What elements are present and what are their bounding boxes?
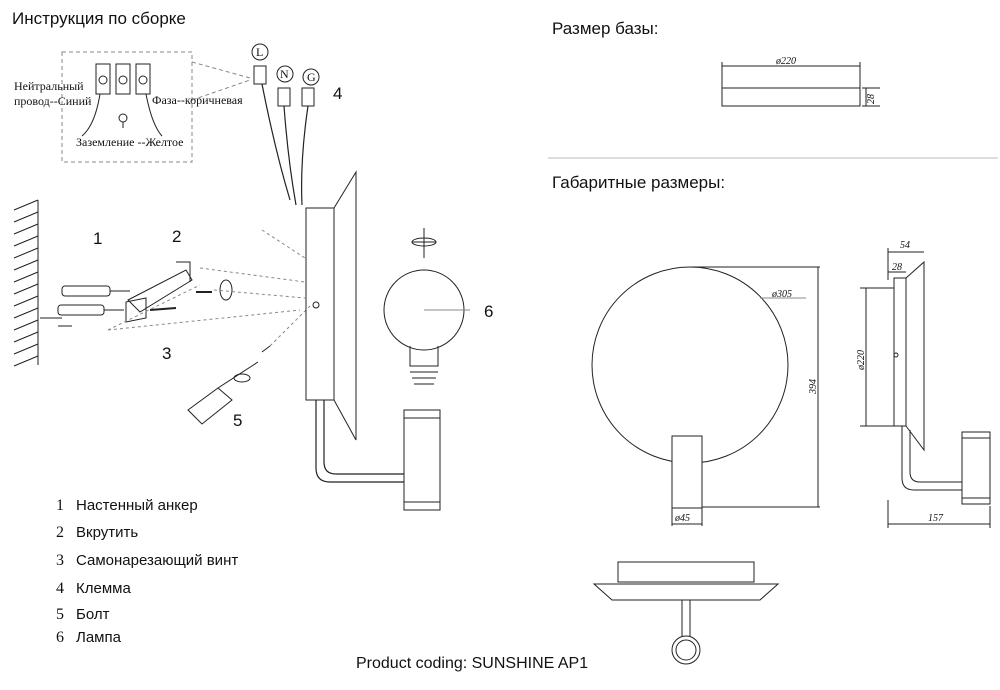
base-size-drawing: [721, 62, 880, 107]
callout-4: 4: [333, 84, 343, 103]
front-view-drawing: [591, 266, 820, 526]
callout-1: 1: [93, 229, 103, 248]
terminal-N: N: [280, 67, 289, 81]
holder-diameter-label: ø45: [675, 513, 690, 524]
screwdriver: [187, 229, 311, 425]
wiring-inset: [61, 51, 251, 163]
side-view-drawing: [860, 248, 991, 528]
side-depth-label: 157: [928, 513, 943, 524]
sconce-assembly-view: [305, 170, 441, 511]
callout-6: 6: [484, 302, 494, 321]
overall-dimensions-title: Габаритные размеры:: [552, 173, 726, 192]
assembly-title: Инструкция по сборке: [12, 9, 186, 28]
phase-wire-label: Фаза--коричневая: [152, 93, 243, 107]
side-depth-top-label: 54: [900, 240, 910, 251]
base-diameter-label: ø220: [776, 56, 796, 67]
total-height-label: 394: [808, 379, 819, 394]
disc-diameter-label: ø305: [772, 289, 792, 300]
callout-2: 2: [172, 227, 182, 246]
product-coding: Product coding: SUNSHINE AP1: [356, 655, 589, 672]
side-base-diameter-label: ø220: [856, 350, 867, 370]
mounting-bracket: [107, 261, 306, 331]
terminal-G: G: [307, 70, 316, 84]
bottom-view-drawing: [592, 561, 780, 665]
terminal-L: L: [256, 45, 264, 59]
terminals: [251, 43, 320, 206]
neutral-wire-label: Нейтральный провод--Синий: [14, 79, 92, 108]
callout-5: 5: [233, 411, 243, 430]
wall-hatch: [13, 199, 39, 367]
anchors-screws: [40, 285, 130, 327]
lamp-bulb: [383, 228, 470, 385]
callout-3: 3: [162, 344, 172, 363]
side-base-height-label: 28: [892, 262, 902, 273]
base-height-label: 28: [866, 94, 877, 104]
ground-wire-label: Заземление --Желтое: [76, 135, 184, 149]
base-size-title: Размер базы:: [552, 19, 659, 38]
